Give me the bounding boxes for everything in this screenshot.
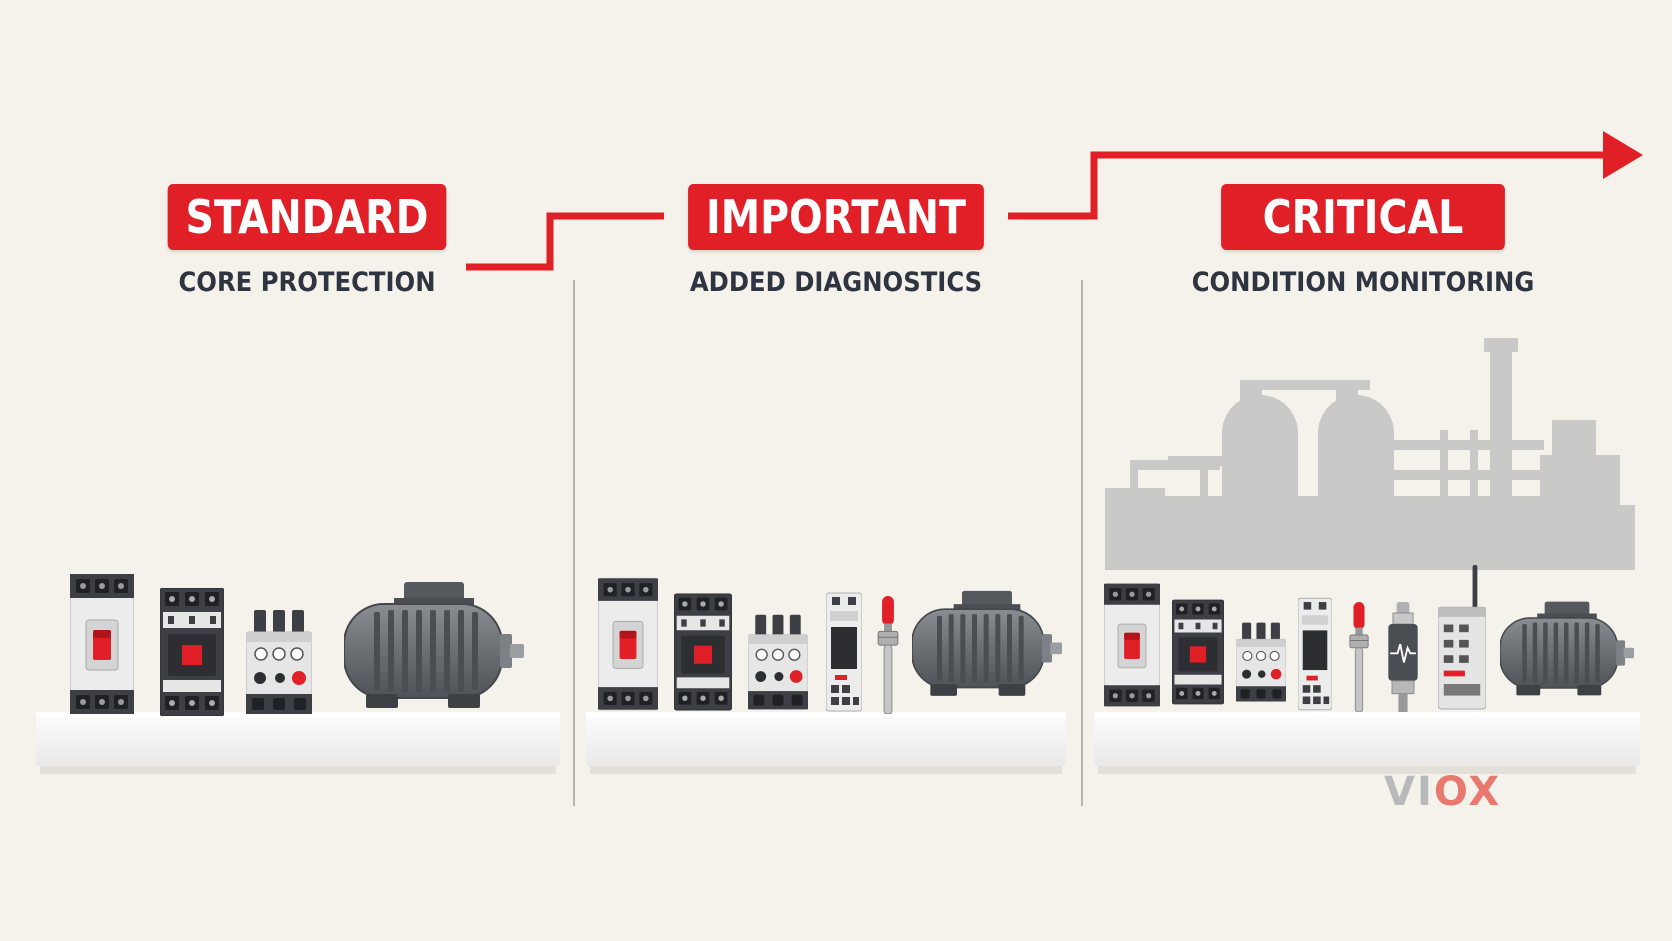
breaker-icon [70, 574, 134, 714]
monitoring-relay-icon [1298, 597, 1332, 711]
contactor-icon [1172, 599, 1224, 705]
monitoring-relay-icon [826, 592, 862, 712]
overload-relay-icon [748, 613, 808, 711]
overload-relay-icon [1236, 621, 1286, 703]
tier-subtitle-critical: CONDITION MONITORING [1191, 266, 1535, 298]
logo-text-part2: OX [1433, 769, 1502, 815]
shelf-standard [36, 712, 560, 774]
shelf-critical [1094, 712, 1640, 774]
logo-text-part1: VI [1384, 769, 1434, 815]
factory-silhouette-icon [1105, 338, 1635, 570]
step-arrow-icon [466, 131, 1643, 271]
tier-subtitle-standard: CORE PROTECTION [178, 266, 436, 298]
contactor-icon [160, 588, 224, 716]
breaker-icon [598, 577, 658, 711]
breaker-icon [1104, 583, 1160, 707]
tier-title-important: IMPORTANT [688, 184, 984, 250]
tier-title-critical: CRITICAL [1221, 184, 1505, 250]
shelf-important [586, 712, 1066, 774]
contactor-icon [674, 593, 732, 711]
tier-subtitle-important: ADDED DIAGNOSTICS [689, 266, 983, 298]
overload-relay-icon [246, 610, 312, 714]
tier-title-standard: STANDARD [167, 184, 447, 250]
